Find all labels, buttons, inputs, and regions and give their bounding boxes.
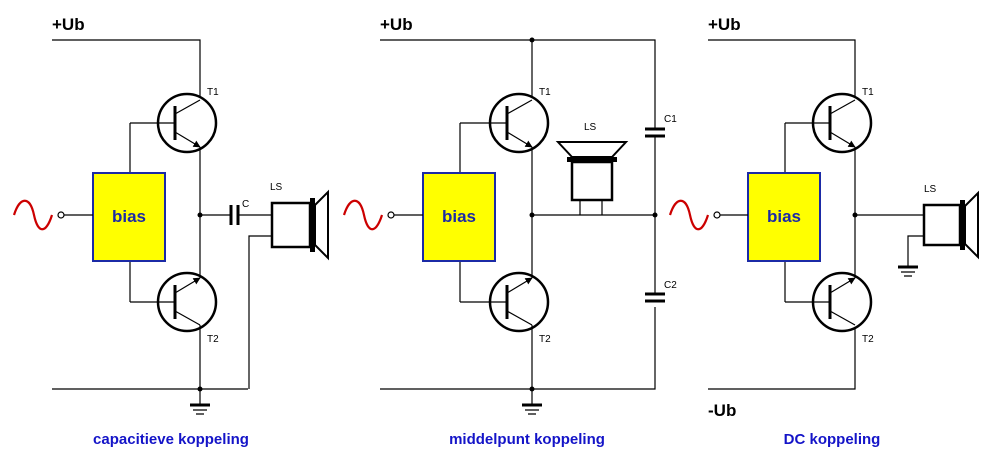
speaker-label: LS [924,184,937,195]
supply-label: +Ub [708,15,741,34]
caption: middelpunt koppeling [449,431,605,448]
t1-label: T1 [862,87,874,98]
circuit-midpoint: +Ub T1 T2 bias [342,15,677,448]
signal-source-icon [342,199,384,231]
c2-label: C2 [664,280,677,291]
capacitor-c1 [645,127,665,138]
circuit-capacitive: +Ub T1 T2 bias [12,15,329,448]
t2-label: T2 [207,334,219,345]
transistor-t1 [130,92,218,154]
speaker-label: LS [270,182,283,193]
circuit-dc: +Ub -Ub T1 T2 bias [668,15,979,448]
bias-label: bias [112,207,146,226]
transistor-t1 [460,92,550,154]
bias-block [422,172,496,262]
capacitor-c [229,205,240,225]
supply-label: +Ub [52,15,85,34]
supply-rail [380,39,656,128]
speaker-icon [922,190,979,260]
capacitor-label: C [242,199,249,210]
negative-supply-label: -Ub [708,401,736,420]
ground-icon [522,389,542,415]
c1-label: C1 [664,114,677,125]
bias-block [92,172,166,262]
supply-label: +Ub [380,15,413,34]
transistor-t1 [785,92,873,154]
caption: capacitieve koppeling [93,431,249,448]
capacitor-c2 [645,292,665,303]
caption: DC koppeling [784,431,881,448]
speaker-label: LS [584,122,597,133]
supply-rail [708,39,856,100]
negative-rail [708,325,856,390]
ground-icon [190,389,210,415]
supply-rail [52,39,201,100]
ground-icon [898,265,918,277]
t2-label: T2 [539,334,551,345]
speaker-icon [555,141,629,202]
signal-source-icon [668,199,710,231]
t2-label: T2 [862,334,874,345]
bias-block [747,172,821,262]
transistor-t2 [785,271,873,333]
transistor-t2 [460,271,550,333]
transistor-t2 [130,271,218,333]
ground-rail [380,307,656,390]
bias-label: bias [767,207,801,226]
bias-label: bias [442,207,476,226]
speaker-icon [270,189,329,261]
t1-label: T1 [539,87,551,98]
t1-label: T1 [207,87,219,98]
signal-source-icon [12,199,54,231]
